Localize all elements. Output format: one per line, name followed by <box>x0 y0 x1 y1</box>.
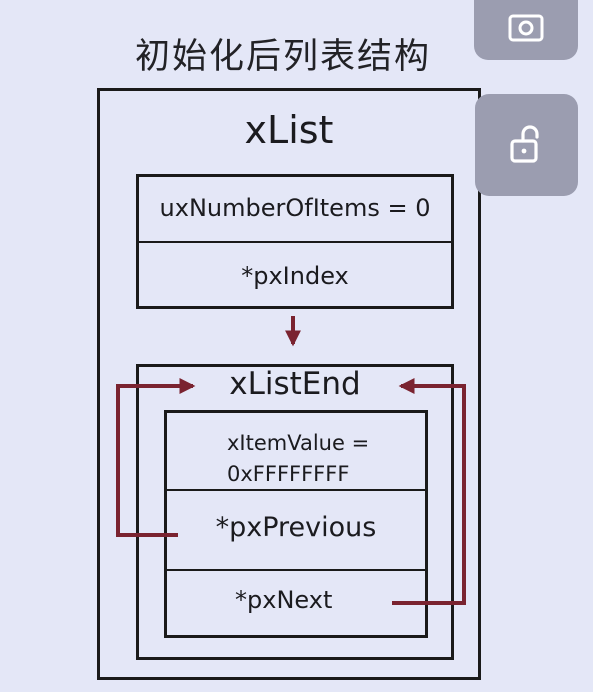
xlistend-name: xListEnd <box>229 366 361 402</box>
diagram-title: 初始化后列表结构 <box>134 37 431 77</box>
header-divider <box>139 241 451 243</box>
next-pointer-arrow <box>392 378 466 605</box>
camera-icon <box>508 14 544 42</box>
item-divider-top <box>167 489 425 491</box>
list-header-box: uxNumberOfItems = 0 *pxIndex <box>136 174 454 309</box>
previous-pointer-field: *pxPrevious <box>215 512 377 543</box>
next-pointer-field: *pxNext <box>235 586 333 614</box>
camera-button[interactable] <box>474 0 578 60</box>
lock-toggle-button[interactable] <box>475 94 578 196</box>
index-pointer-field: *pxIndex <box>241 262 349 290</box>
item-value-field: xItemValue = 0xFFFFFFFF <box>227 428 369 490</box>
item-value-number: 0xFFFFFFFF <box>227 462 350 486</box>
xlist-container <box>97 88 481 680</box>
xlistend-container <box>136 364 454 660</box>
number-of-items-field: uxNumberOfItems = 0 <box>159 194 431 222</box>
previous-pointer-arrow <box>116 378 196 537</box>
unlock-icon <box>509 125 539 163</box>
item-value-name: xItemValue = <box>227 431 370 455</box>
xlist-name: xList <box>244 108 334 152</box>
item-divider-bottom <box>167 569 425 571</box>
list-end-item-box: xItemValue = 0xFFFFFFFF *pxPrevious *pxN… <box>164 410 428 638</box>
